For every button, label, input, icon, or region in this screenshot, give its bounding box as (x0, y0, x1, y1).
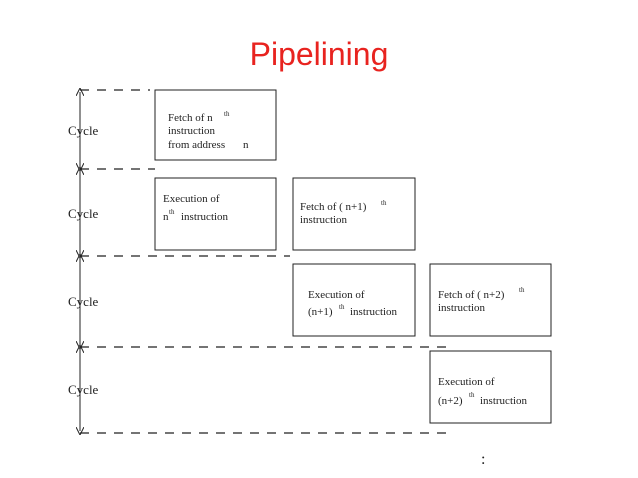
box-text: (n+1) (308, 306, 333, 318)
box-exec-n2: Execution of (n+2) th instruction (429, 350, 552, 424)
box-frame (429, 263, 552, 337)
box-text: th (169, 208, 175, 216)
box-frame (292, 263, 416, 337)
box-text: (n+2) (438, 395, 463, 407)
box-text: Execution of (308, 289, 365, 301)
box-frame (292, 177, 416, 251)
box-text: th (519, 286, 525, 294)
box-text: instruction (480, 395, 528, 407)
cycle-label-1: Cycle (68, 123, 99, 138)
box-text: th (339, 303, 345, 311)
box-text: Execution of (438, 376, 495, 388)
cycle-label-2: Cycle (68, 206, 99, 221)
box-text: Fetch of n (168, 112, 213, 124)
continuation-dots: : (481, 451, 485, 468)
box-text: th (224, 110, 230, 118)
box-fetch-n2: Fetch of ( n+2) th instruction (429, 263, 552, 337)
box-fetch-n1: Fetch of ( n+1) th instruction (292, 177, 416, 251)
box-text: Fetch of ( n+1) (300, 201, 367, 213)
cycle-label-3: Cycle (68, 294, 99, 309)
box-exec-n1: Execution of (n+1) th instruction (292, 263, 416, 337)
box-text: n (243, 139, 249, 151)
box-text: Fetch of ( n+2) (438, 289, 505, 301)
box-exec-n: Execution of n th instruction (154, 177, 277, 251)
box-text: Fetch of n (168, 112, 213, 124)
box-text: instruction (350, 306, 398, 318)
box-fetch-n: Fetch of n th instruction from address n (154, 89, 277, 161)
box-text: th (381, 199, 387, 207)
box-text: instruction (168, 125, 216, 137)
page-title: Pipelining (249, 36, 389, 72)
box-text: n (163, 211, 169, 223)
box-text: from address (168, 139, 225, 151)
cycle-label-4: Cycle (68, 382, 99, 397)
box-frame (154, 89, 277, 161)
cycle-boundaries (80, 89, 450, 434)
box-text: instruction (181, 211, 229, 223)
box-frame (429, 350, 552, 424)
box-frame (154, 177, 277, 251)
box-text: instruction (300, 214, 348, 226)
box-text: th (469, 391, 475, 399)
box-text: Execution of (163, 193, 220, 205)
box-text: instruction (438, 302, 486, 314)
